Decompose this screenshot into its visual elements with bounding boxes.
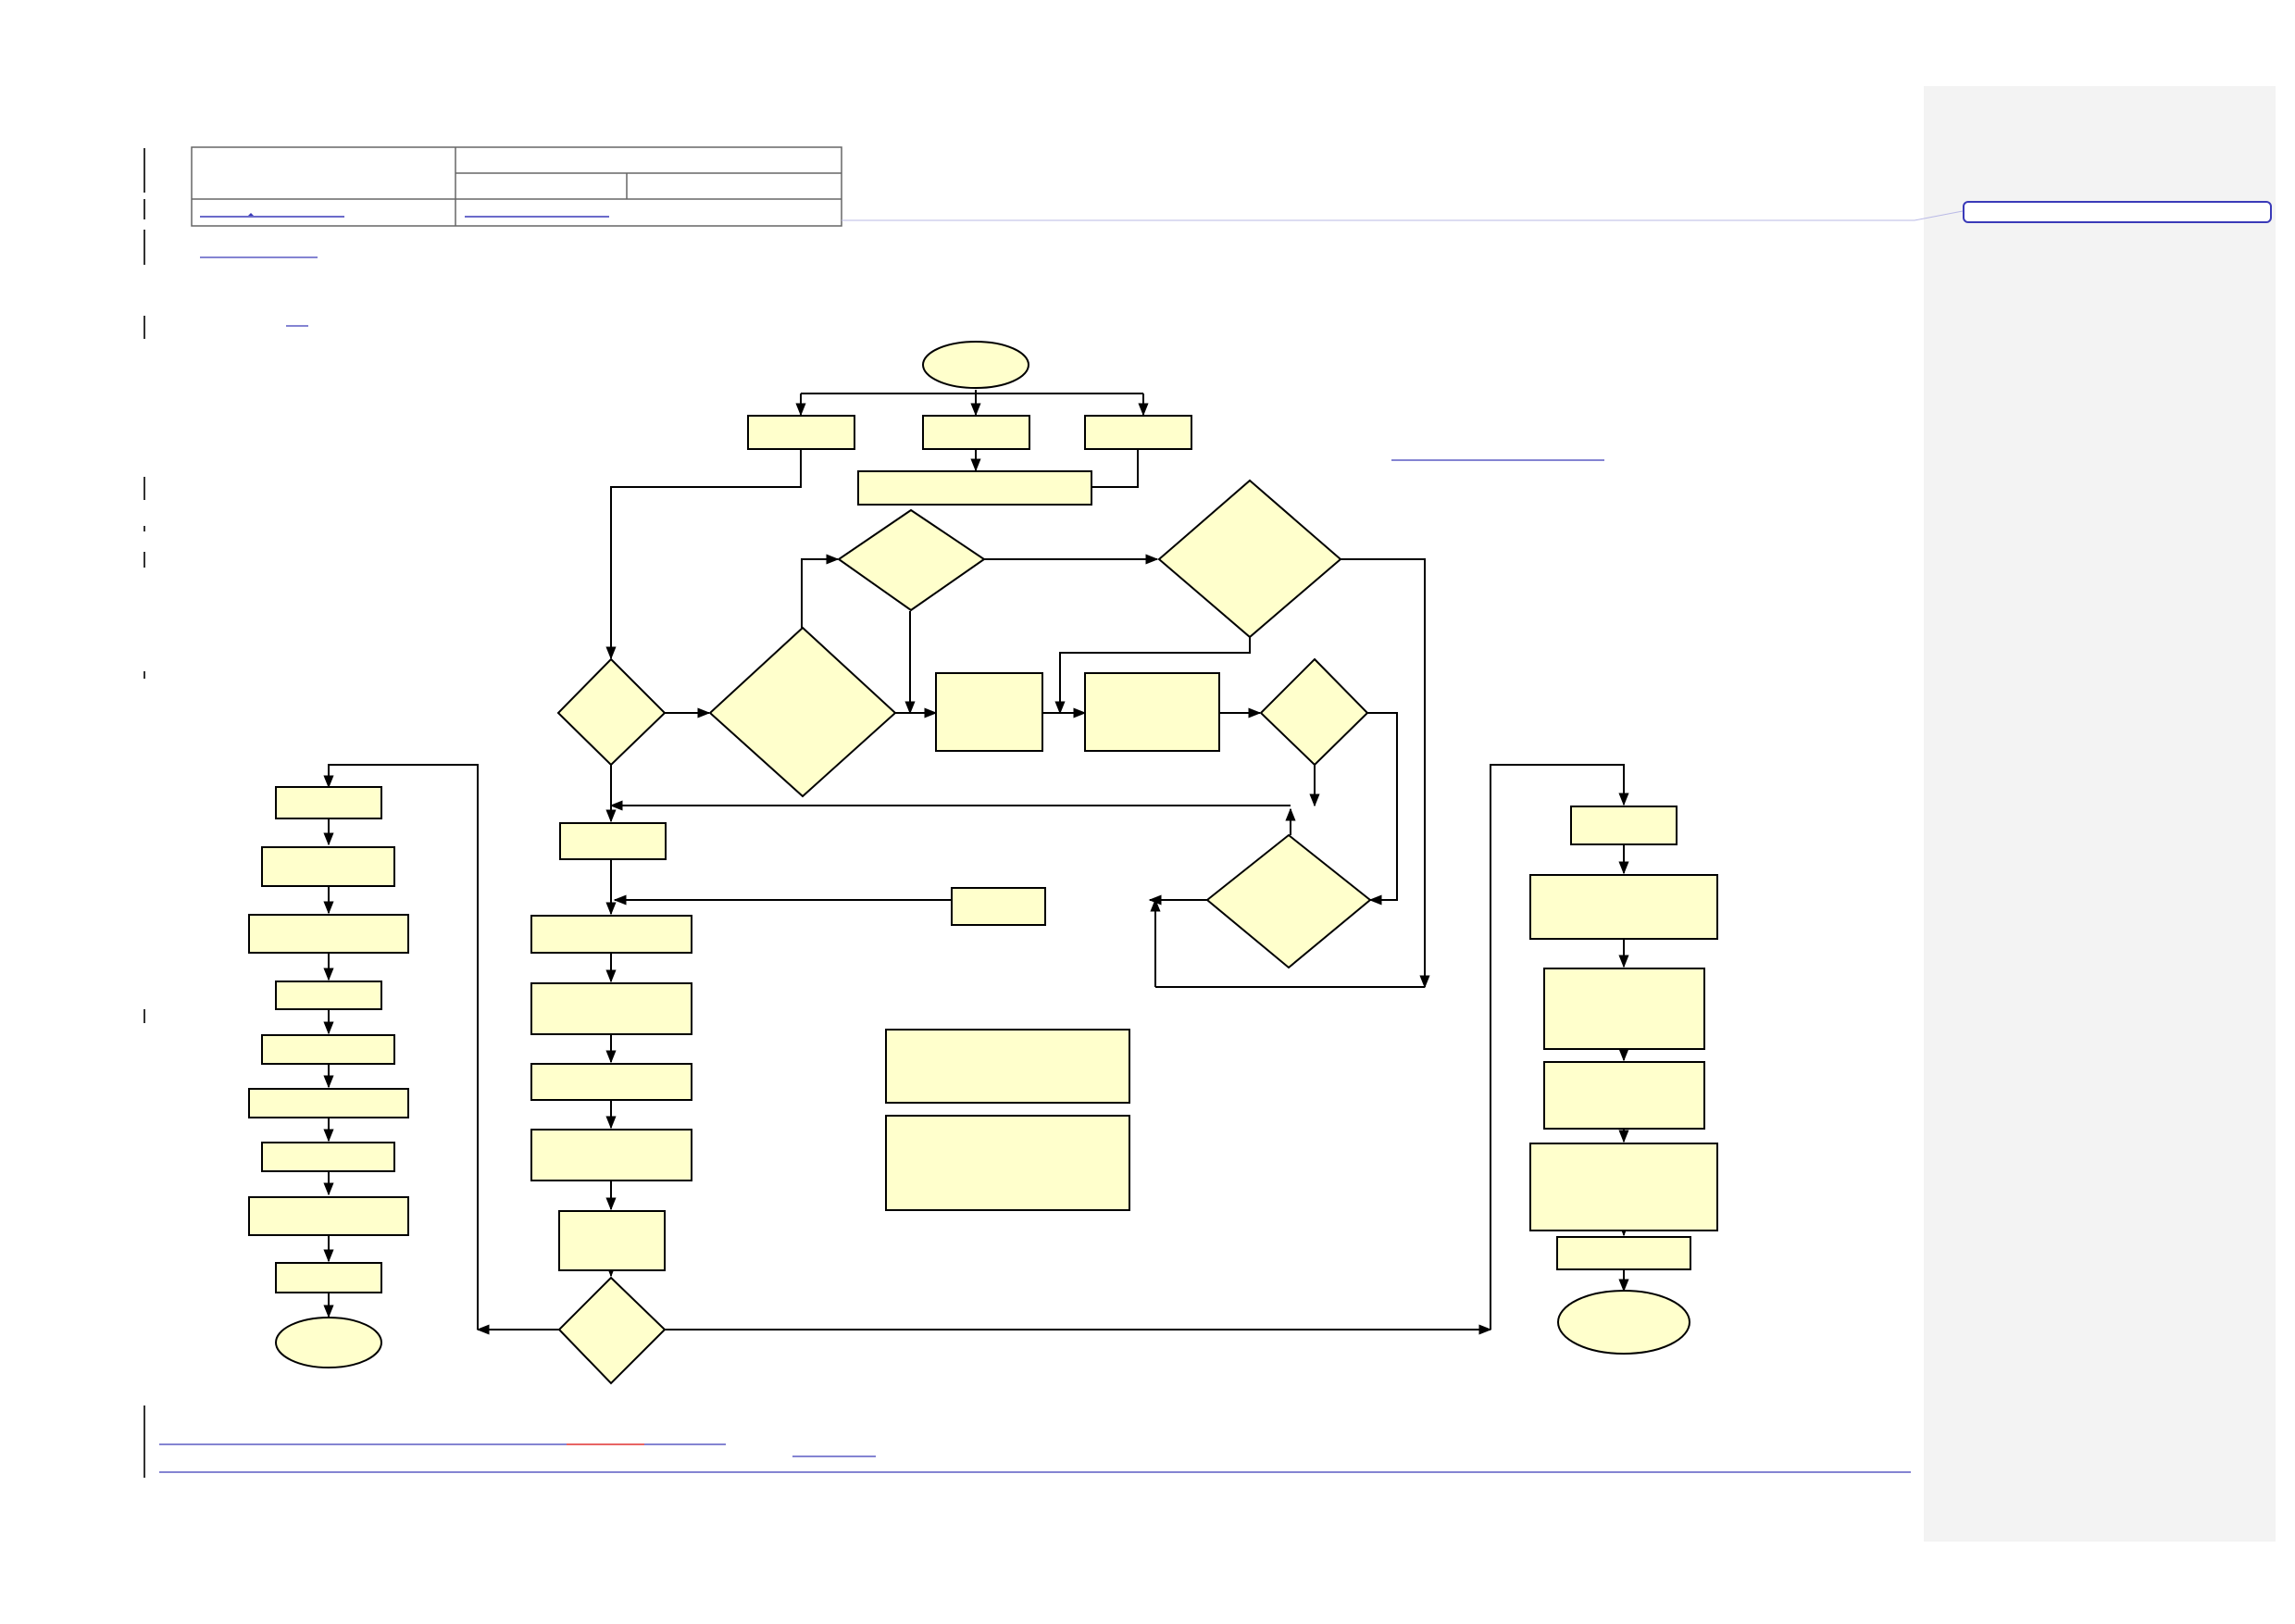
change-bar	[143, 671, 145, 679]
decision-diamond	[837, 508, 986, 612]
change-bar	[143, 148, 145, 193]
process-box	[1084, 672, 1220, 752]
change-bar	[143, 1009, 145, 1023]
process-box	[1556, 1236, 1691, 1270]
process-box	[1529, 874, 1718, 940]
decision-diamond	[1259, 657, 1369, 767]
process-box	[530, 915, 692, 954]
end-terminator	[1557, 1290, 1690, 1355]
process-box	[261, 1034, 395, 1065]
note-box	[885, 1115, 1130, 1211]
process-box	[530, 982, 692, 1035]
process-box	[248, 1196, 409, 1236]
end-terminator	[275, 1317, 382, 1368]
process-box	[530, 1063, 692, 1101]
process-box	[248, 914, 409, 954]
revision-underlines	[159, 256, 1911, 1473]
process-box	[530, 1129, 692, 1181]
process-box	[1543, 968, 1705, 1050]
change-bar	[143, 477, 145, 500]
process-box	[1570, 806, 1678, 845]
decision-diamond	[708, 626, 897, 798]
anchor-mark	[248, 213, 254, 216]
process-box	[935, 672, 1043, 752]
process-box	[248, 1088, 409, 1118]
process-box	[558, 1210, 666, 1271]
change-bar	[143, 199, 145, 219]
process-box	[275, 1262, 382, 1293]
process-box	[747, 415, 855, 450]
decision-diamond	[1205, 833, 1372, 969]
process-box	[275, 981, 382, 1010]
comment-leader-line	[842, 210, 1964, 221]
change-bar	[143, 1405, 145, 1478]
change-bar	[143, 316, 145, 339]
comment-margin-pane	[1924, 86, 2276, 1542]
change-bar	[143, 526, 145, 531]
change-bar	[143, 552, 145, 568]
decision-diamond	[557, 1276, 667, 1385]
process-box	[559, 822, 667, 860]
process-box	[857, 470, 1092, 506]
note-box	[885, 1029, 1130, 1104]
change-bar	[143, 230, 145, 265]
decision-diamond	[1157, 479, 1342, 639]
process-box	[951, 887, 1046, 926]
flowchart-connectors	[323, 390, 1629, 1335]
process-box	[275, 786, 382, 819]
decision-diamond	[556, 657, 667, 767]
process-box	[1084, 415, 1192, 450]
process-box	[261, 1142, 395, 1172]
process-box	[922, 415, 1030, 450]
comment-balloon[interactable]	[1963, 201, 2272, 223]
start-terminator	[922, 341, 1029, 389]
header-table	[191, 146, 842, 227]
process-box	[1543, 1061, 1705, 1130]
process-box	[1529, 1143, 1718, 1231]
process-box	[261, 846, 395, 887]
